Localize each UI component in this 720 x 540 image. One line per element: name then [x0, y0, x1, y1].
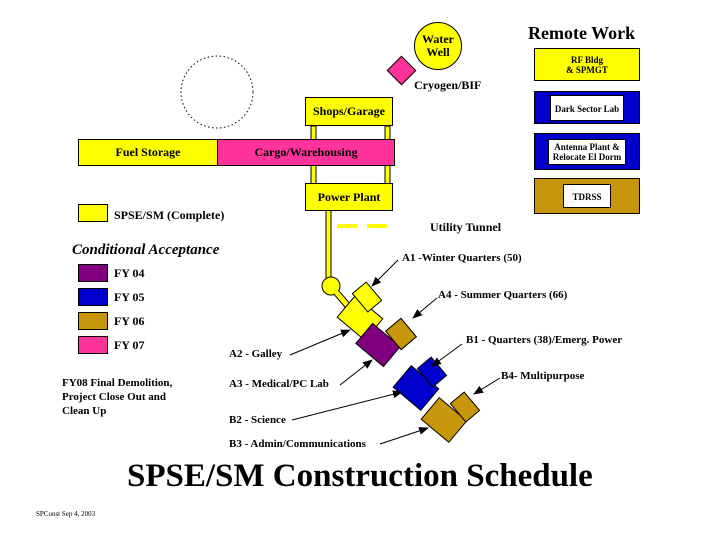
cargo-warehousing: Cargo/Warehousing	[217, 139, 395, 166]
utility-tunnel-label: Utility Tunnel	[430, 220, 502, 234]
pod-b4	[449, 391, 481, 423]
power-plant: Power Plant	[305, 183, 393, 211]
legend-fy07-label: FY 07	[114, 338, 145, 352]
arrow-b1	[431, 343, 463, 367]
label-a4: A4 - Summer Quarters (66)	[438, 289, 568, 301]
label-a1: A1 -Winter Quarters (50)	[402, 252, 522, 264]
shops-garage: Shops/Garage	[305, 97, 393, 126]
utility-tunnel-vertical	[325, 209, 332, 279]
label-b2: B2 - Science	[229, 414, 286, 426]
cargo-label: Cargo/Warehousing	[254, 145, 358, 159]
legend-swatch-fy04	[78, 264, 108, 282]
legend-swatch-complete	[78, 204, 108, 222]
remote-tdrss: TDRSS	[534, 178, 640, 214]
fuel-storage: Fuel Storage	[78, 139, 218, 166]
label-a2: A2 - Galley	[229, 348, 283, 360]
water-well-label: Water Well	[422, 32, 454, 59]
label-a3: A3 - Medical/PC Lab	[229, 378, 329, 390]
arrow-b2	[291, 390, 403, 421]
conditional-acceptance-heading: Conditional Acceptance	[72, 242, 220, 258]
remote-dark-sector-lab: Dark Sector Lab	[534, 91, 640, 124]
arrow-a2	[289, 329, 351, 356]
footer-note: SPConst Sep 4, 2003	[36, 510, 96, 518]
fy08-note: FY08 Final Demolition, Project Close Out…	[62, 377, 173, 417]
remote-antenna-plant: Antenna Plant & Relocate El Dorm	[534, 133, 640, 170]
dome-outline	[180, 55, 254, 129]
remote-rf-bldg: RF Bldg & SPMGT	[534, 48, 640, 81]
pod-b3	[420, 397, 468, 443]
fuel-label: Fuel Storage	[115, 145, 181, 159]
remote-rf-label: RF Bldg & SPMGT	[566, 54, 608, 75]
remote-dark-sector-label: Dark Sector Lab	[554, 103, 620, 114]
cryogen-label: Cryogen/BIF	[414, 78, 482, 92]
arrow-b4	[473, 377, 501, 395]
pod-a1-wing	[351, 281, 383, 313]
legend-swatch-fy07	[78, 336, 108, 354]
remote-antenna-label: Antenna Plant & Relocate El Dorm	[552, 141, 622, 162]
legend-fy06-label: FY 06	[114, 314, 145, 328]
power-label: Power Plant	[317, 189, 381, 204]
remote-tdrss-plate: TDRSS	[563, 184, 611, 208]
water-well: Water Well	[414, 22, 462, 70]
pod-a2	[355, 322, 401, 368]
label-b1: B1 - Quarters (38)/Emerg. Power	[466, 334, 623, 346]
legend-fy05-label: FY 05	[114, 290, 145, 304]
tunnel-junction	[321, 276, 341, 296]
shops-label: Shops/Garage	[312, 104, 385, 118]
legend-complete-label: SPSE/SM (Complete)	[114, 208, 225, 222]
remote-dark-sector-plate: Dark Sector Lab	[549, 94, 625, 121]
remote-tdrss-label: TDRSS	[572, 192, 602, 202]
arrow-a3	[339, 359, 373, 386]
remote-work-heading: Remote Work	[528, 23, 636, 43]
arrow-b3	[379, 427, 429, 445]
pod-a4	[384, 317, 418, 351]
legend-swatch-fy05	[78, 288, 108, 306]
legend-fy04-label: FY 04	[114, 266, 145, 280]
label-b4: B4- Multipurpose	[501, 370, 585, 382]
remote-antenna-plate: Antenna Plant & Relocate El Dorm	[547, 138, 627, 165]
legend-swatch-fy06	[78, 312, 108, 330]
arrow-a4	[412, 297, 438, 319]
arrow-a1	[371, 259, 399, 287]
label-b3: B3 - Admin/Communications	[229, 438, 366, 450]
page-title: SPSE/SM Construction Schedule	[127, 458, 593, 494]
